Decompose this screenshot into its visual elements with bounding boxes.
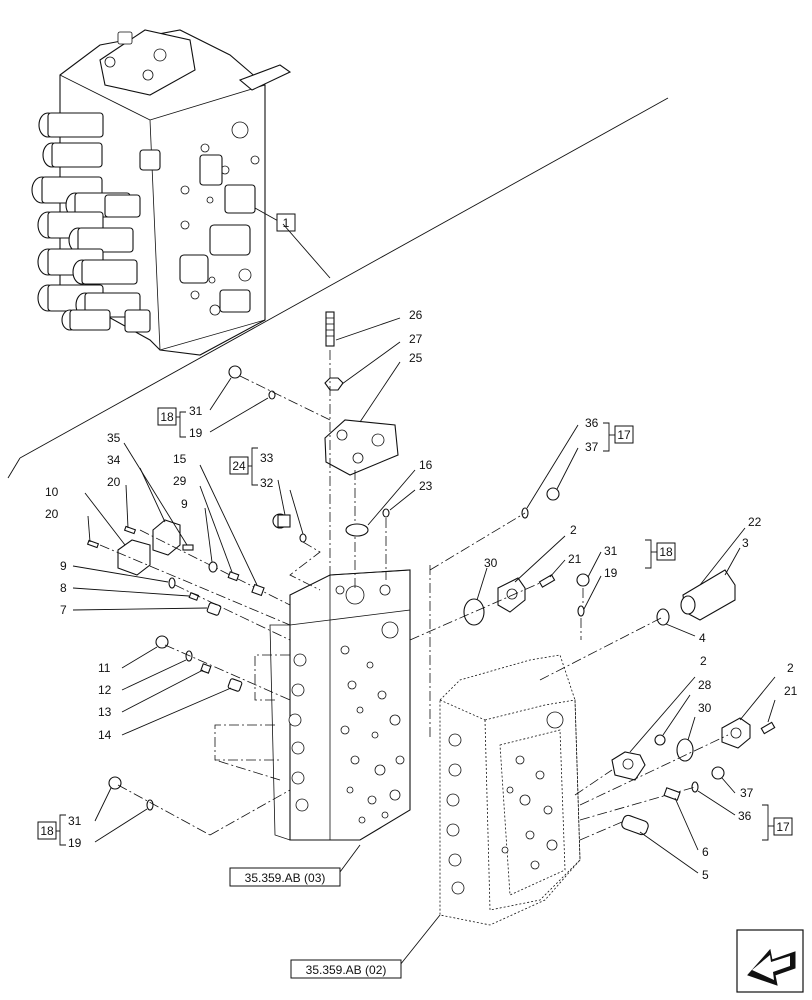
callout-2-upper: 2	[570, 523, 577, 537]
callout-27: 27	[409, 332, 423, 346]
control-valve-section-02	[439, 654, 581, 926]
callout-12: 12	[98, 683, 112, 697]
callout-14: 14	[98, 728, 112, 742]
callout-21-upper: 21	[568, 552, 582, 566]
callout-37-top: 37	[585, 440, 599, 454]
callout-2-far: 2	[787, 661, 794, 675]
control-valve-section-03	[269, 569, 411, 841]
callout-31-bottom: 31	[68, 814, 82, 828]
callout-33: 33	[260, 451, 274, 465]
callout-17-lower: 17	[776, 820, 790, 834]
callout-9-upper: 9	[181, 497, 188, 511]
callout-32: 32	[260, 476, 274, 490]
callout-5: 5	[702, 868, 709, 882]
navigation-arrow-icon[interactable]	[736, 929, 804, 993]
callout-31-top: 31	[189, 404, 203, 418]
callout-1: 1	[283, 216, 290, 230]
callout-7: 7	[60, 603, 67, 617]
callout-18-bottom: 18	[40, 824, 54, 838]
callout-8: 8	[60, 581, 67, 595]
callout-6: 6	[702, 845, 709, 859]
callout-15: 15	[173, 452, 187, 466]
callout-16: 16	[419, 458, 433, 472]
callout-20-upper: 20	[107, 475, 121, 489]
callout-19-bottom: 19	[68, 836, 82, 850]
callout-29: 29	[173, 474, 187, 488]
callout-4: 4	[699, 631, 706, 645]
callout-24: 24	[232, 459, 246, 473]
callout-36-lower: 36	[738, 809, 752, 823]
callout-26: 26	[409, 308, 423, 322]
callout-21-lower: 21	[784, 684, 798, 698]
callout-37-lower: 37	[740, 786, 754, 800]
valve-assembly-icon	[31, 29, 292, 356]
callout-11: 11	[98, 661, 111, 675]
reference-35-359-ab-02[interactable]: 35.359.AB (02)	[306, 963, 387, 977]
callout-3: 3	[742, 536, 749, 550]
callout-17-top: 17	[617, 428, 631, 442]
callout-20-lower: 20	[45, 507, 59, 521]
callout-18-right: 18	[659, 545, 673, 559]
callout-2-mid: 2	[700, 654, 707, 668]
callout-35: 35	[107, 431, 121, 445]
callout-19-top: 19	[189, 426, 203, 440]
callout-13: 13	[98, 705, 112, 719]
callout-23: 23	[419, 479, 433, 493]
reference-35-359-ab-03[interactable]: 35.359.AB (03)	[245, 871, 326, 885]
callout-36-top: 36	[585, 416, 599, 430]
callout-31-right: 31	[604, 544, 618, 558]
callout-25: 25	[409, 351, 423, 365]
callout-19-right: 19	[604, 566, 618, 580]
callout-22: 22	[748, 515, 762, 529]
callout-18-top: 18	[160, 410, 174, 424]
callout-30-lower: 30	[698, 701, 712, 715]
callout-9-lower: 9	[60, 559, 67, 573]
callout-28: 28	[698, 678, 712, 692]
callout-10: 10	[45, 485, 59, 499]
callout-34: 34	[107, 453, 121, 467]
callout-30-upper: 30	[484, 556, 498, 570]
